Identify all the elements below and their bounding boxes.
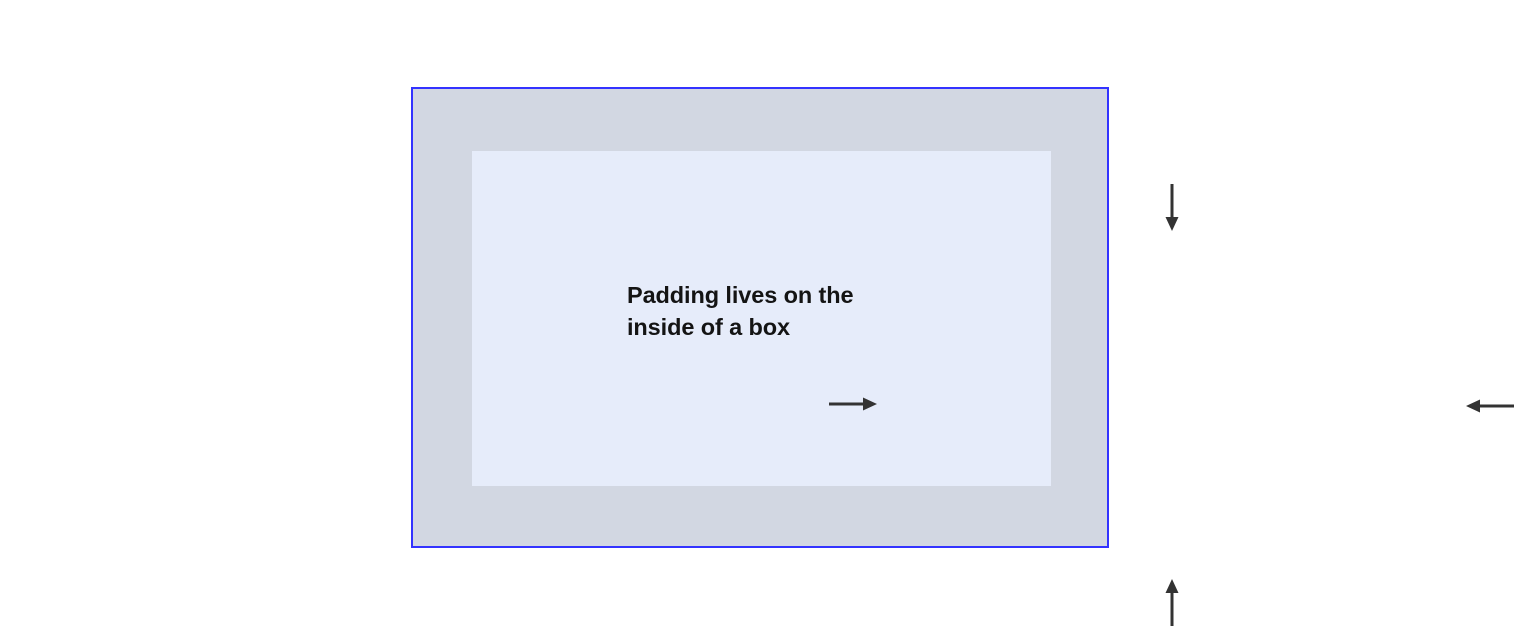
padding-box-outer: Padding lives on the inside of a box — [411, 87, 1514, 626]
right-padding-arrow-icon — [1466, 399, 1514, 413]
top-padding-arrow-icon — [1165, 184, 1179, 231]
content-box-inner: Padding lives on the inside of a box — [472, 151, 1051, 486]
left-padding-arrow-icon — [829, 397, 877, 411]
content-label: Padding lives on the inside of a box — [627, 282, 854, 340]
bottom-padding-arrow-icon — [1165, 579, 1179, 626]
